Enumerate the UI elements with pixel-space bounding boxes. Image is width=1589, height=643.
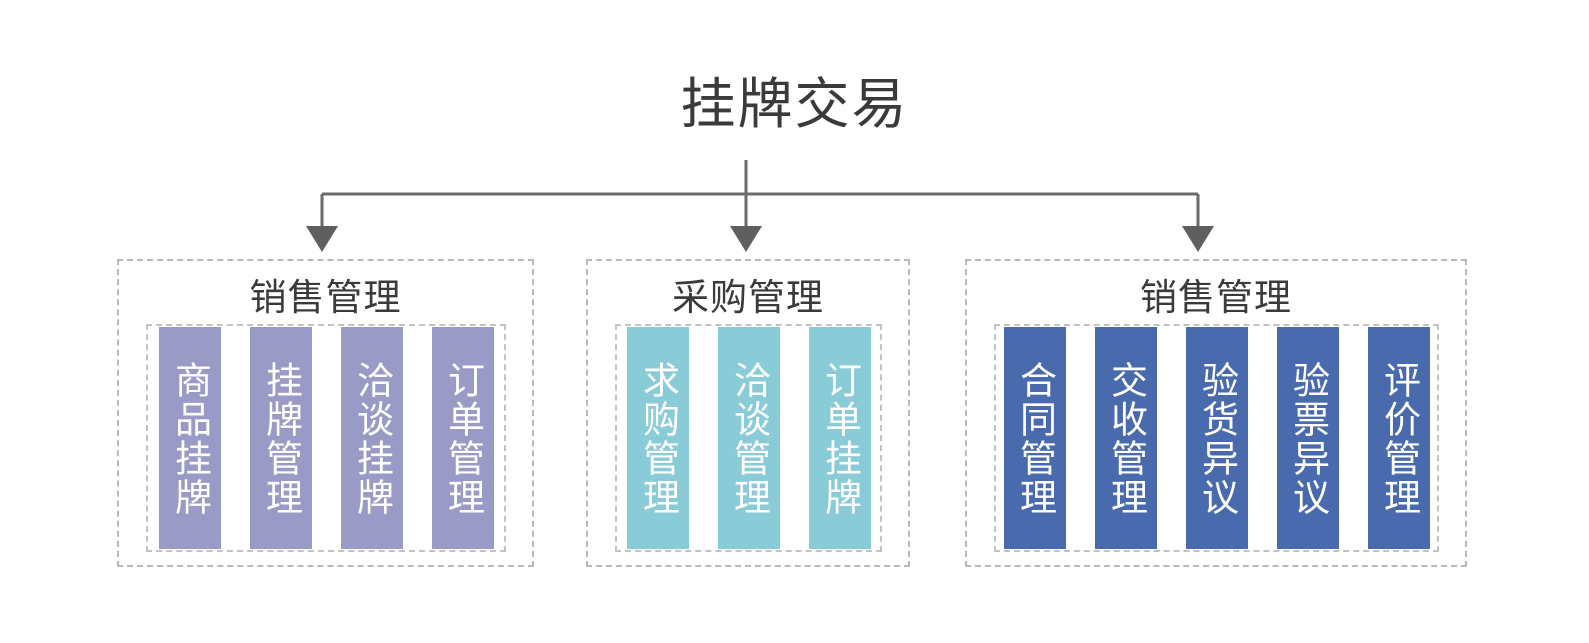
item-label: 求购管理	[637, 361, 679, 517]
group-sales-management-left[interactable]: 销售管理 商品挂牌 挂牌管理 洽谈挂牌 订单管理	[117, 259, 534, 567]
item-chip[interactable]: 评价管理	[1367, 327, 1430, 549]
group-title-2: 销售管理	[1140, 277, 1292, 318]
item-chip[interactable]: 验货异议	[1185, 327, 1248, 549]
group-items-container-2: 合同管理 交收管理 验货异议 验票异议 评价管理	[994, 324, 1439, 552]
item-chip[interactable]: 洽谈管理	[717, 327, 780, 549]
group-items-container-1: 求购管理 洽谈管理 订单挂牌	[615, 324, 882, 552]
item-label: 挂牌管理	[260, 361, 302, 517]
item-label: 验票异议	[1287, 361, 1329, 517]
item-label: 评价管理	[1378, 361, 1420, 517]
item-chip[interactable]: 交收管理	[1094, 327, 1157, 549]
arrowhead-left	[306, 226, 338, 252]
group-items-container-0: 商品挂牌 挂牌管理 洽谈挂牌 订单管理	[146, 324, 506, 552]
arrowhead-center	[730, 226, 762, 252]
item-chip[interactable]: 商品挂牌	[158, 327, 221, 549]
item-chip[interactable]: 验票异议	[1276, 327, 1339, 549]
arrowhead-right	[1182, 226, 1214, 252]
item-label: 订单管理	[442, 361, 484, 517]
item-chip[interactable]: 挂牌管理	[249, 327, 312, 549]
item-chip[interactable]: 合同管理	[1003, 327, 1066, 549]
item-chip[interactable]: 订单挂牌	[808, 327, 871, 549]
item-label: 交收管理	[1105, 361, 1147, 517]
items-row-0: 商品挂牌 挂牌管理 洽谈挂牌 订单管理	[158, 327, 494, 549]
item-label: 洽谈管理	[728, 361, 770, 517]
items-row-2: 合同管理 交收管理 验货异议 验票异议 评价管理	[1003, 327, 1430, 549]
item-label: 验货异议	[1196, 361, 1238, 517]
group-title-1: 采购管理	[672, 277, 824, 318]
item-label: 订单挂牌	[819, 361, 861, 517]
item-chip[interactable]: 订单管理	[431, 327, 494, 549]
group-sales-management-right[interactable]: 销售管理 合同管理 交收管理 验货异议 验票异议 评价管理	[965, 259, 1467, 567]
item-label: 洽谈挂牌	[351, 361, 393, 517]
group-procurement-management[interactable]: 采购管理 求购管理 洽谈管理 订单挂牌	[586, 259, 910, 567]
item-label: 合同管理	[1014, 361, 1056, 517]
diagram-root-title: 挂牌交易	[680, 73, 909, 135]
item-label: 商品挂牌	[169, 361, 211, 517]
item-chip[interactable]: 洽谈挂牌	[340, 327, 403, 549]
item-chip[interactable]: 求购管理	[626, 327, 689, 549]
group-title-0: 销售管理	[249, 277, 402, 318]
items-row-1: 求购管理 洽谈管理 订单挂牌	[626, 327, 871, 549]
